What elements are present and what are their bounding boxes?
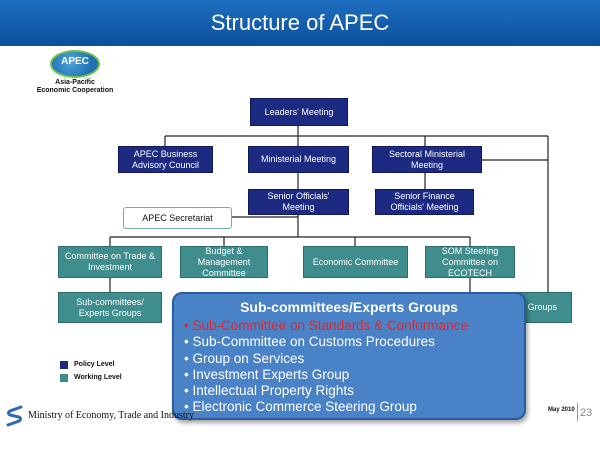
working-level-swatch bbox=[60, 374, 68, 382]
bullet-icon: • bbox=[184, 366, 189, 382]
meti-logo-icon bbox=[6, 405, 23, 427]
subcommittees-callout: Sub-committees/Experts Groups • Sub-Comm… bbox=[172, 292, 526, 420]
apec-logo-mark: APEC bbox=[61, 56, 89, 67]
policy-level-swatch bbox=[60, 361, 68, 369]
ministry-name: Ministry of Economy, Trade and Industry bbox=[28, 410, 195, 421]
apec-logo-line1: Asia-Pacific bbox=[55, 79, 95, 86]
callout-title: Sub-committees/Experts Groups bbox=[240, 299, 458, 315]
slide-title: Structure of APEC bbox=[210, 10, 390, 35]
apec-globe-icon bbox=[50, 50, 100, 78]
callout-item-text: Sub-Committee on Standards & Conformance bbox=[192, 318, 468, 333]
slide-date: May 2010 bbox=[548, 407, 575, 413]
sectoral-ministerial-box: Sectoral Ministerial Meeting bbox=[372, 146, 482, 173]
bmc-box: Budget & Management Committee bbox=[180, 246, 268, 278]
ecotech-box: SOM Steering Committee on ECOTECH bbox=[425, 246, 515, 278]
title-bar bbox=[0, 0, 600, 46]
callout-item: • Intellectual Property Rights bbox=[184, 383, 519, 399]
secretariat-box: APEC Secretariat bbox=[123, 207, 232, 229]
callout-item: • Electronic Commerce Steering Group bbox=[184, 399, 519, 415]
working-level-label: Working Level bbox=[74, 374, 122, 381]
callout-list: • Sub-Committee on Standards & Conforman… bbox=[184, 318, 519, 416]
cti-box: Committee on Trade & Investment bbox=[58, 246, 162, 278]
bullet-icon: • bbox=[184, 318, 189, 333]
bullet-icon: • bbox=[184, 350, 189, 366]
callout-item: • Sub-Committee on Customs Procedures bbox=[184, 334, 519, 350]
callout-item: • Group on Services bbox=[184, 351, 519, 367]
callout-item-text: Investment Experts Group bbox=[192, 366, 350, 382]
abac-box: APEC Business Advisory Council bbox=[118, 146, 213, 173]
bullet-icon: • bbox=[184, 383, 189, 399]
callout-item-text: Electronic Commerce Steering Group bbox=[192, 399, 417, 415]
economic-committee-box: Economic Committee bbox=[303, 246, 408, 278]
callout-item-text: Group on Services bbox=[192, 350, 305, 366]
callout-item-text: Intellectual Property Rights bbox=[192, 383, 354, 399]
leaders-meeting-box: Leaders' Meeting bbox=[250, 98, 348, 126]
senior-officials-box: Senior Officials' Meeting bbox=[248, 189, 349, 215]
callout-item-text: Sub-Committee on Customs Procedures bbox=[192, 334, 435, 350]
policy-level-label: Policy Level bbox=[74, 361, 115, 368]
subcommittees-box: Sub-committees/ Experts Groups bbox=[58, 292, 162, 323]
senior-finance-box: Senior Finance Officials' Meeting bbox=[375, 189, 474, 215]
apec-logo-line2: Economic Cooperation bbox=[36, 87, 114, 94]
bullet-icon: • bbox=[184, 399, 189, 415]
page-number: 23 bbox=[580, 407, 593, 419]
page-divider bbox=[577, 403, 578, 421]
apec-logo: APEC Asia-Pacific Economic Cooperation bbox=[30, 50, 120, 95]
callout-item: • Sub-Committee on Standards & Conforman… bbox=[184, 318, 519, 334]
callout-item: • Investment Experts Group bbox=[184, 367, 519, 383]
ministerial-meeting-box: Ministerial Meeting bbox=[248, 146, 349, 173]
bullet-icon: • bbox=[184, 334, 189, 350]
